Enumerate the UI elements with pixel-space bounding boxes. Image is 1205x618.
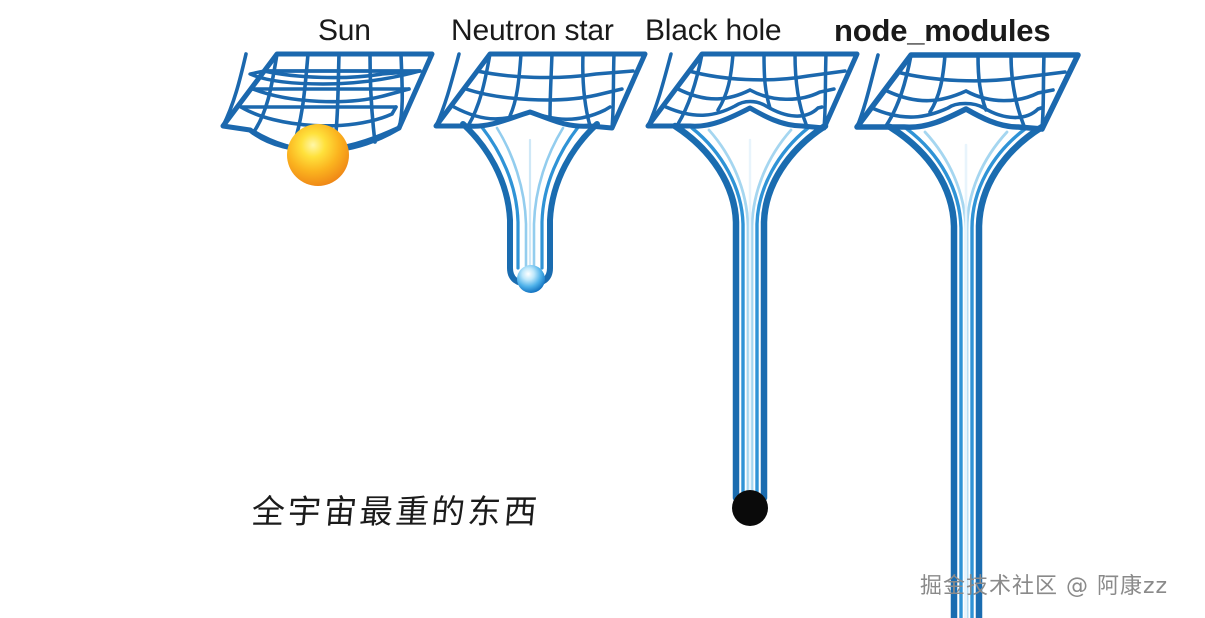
neutron-star-body [517, 265, 545, 293]
panel-label-black-hole: Black hole [645, 14, 782, 47]
node-modules-funnel [886, 123, 1046, 618]
black-hole-grid-horizontals [664, 69, 847, 118]
panel-neutron-star [433, 51, 648, 293]
black-hole-grid-verticals [646, 52, 828, 130]
panel-label-node-modules: node_modules [834, 13, 1051, 48]
black-hole-grid [645, 51, 860, 131]
black-hole-funnel [671, 122, 829, 502]
panel-label-neutron-star: Neutron star [451, 14, 614, 47]
panel-sun [220, 51, 435, 186]
neutron-star-grid-verticals [434, 52, 616, 130]
handwritten-caption: 全宇宙最重的东西 [250, 492, 542, 531]
node-modules-grid-horizontals [870, 70, 1067, 120]
sun-body [287, 124, 349, 186]
node-modules-grid [854, 52, 1081, 132]
sun-grid-verticals [221, 52, 405, 152]
black-hole-body [732, 490, 768, 526]
panel-black-hole [645, 51, 860, 526]
watermark-text: 掘金技术社区 @ 阿康zz [920, 574, 1169, 599]
node-modules-grid-verticals [855, 53, 1046, 131]
panel-node-modules [854, 52, 1081, 618]
panel-label-sun: Sun [318, 14, 371, 47]
